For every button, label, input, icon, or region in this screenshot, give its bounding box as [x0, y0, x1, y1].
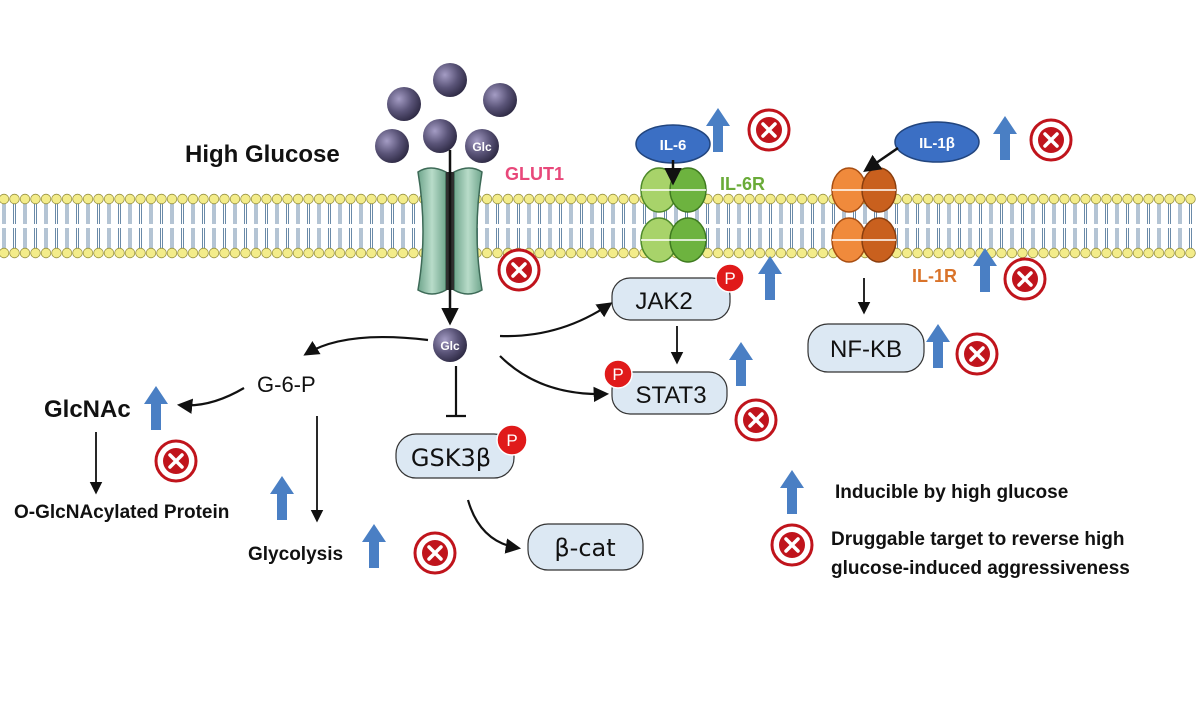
glc-to-stat3-arrow	[499, 355, 610, 403]
druggable-target-icon	[770, 523, 814, 567]
glc-to-g6p-arrow	[303, 336, 429, 356]
legend-druggable-text-line1: Druggable target to reverse high	[831, 529, 1125, 550]
stat3-label: STAT3	[635, 382, 706, 409]
il1b-ligand	[894, 121, 980, 163]
bcat-label: β-cat	[554, 534, 615, 562]
jak2-phospho-badge	[715, 263, 745, 293]
glycolysis-label: Glycolysis	[248, 544, 343, 565]
il1r-label: IL-1R	[912, 266, 957, 286]
jak2-label: JAK2	[635, 288, 692, 315]
up-arrow-icon	[926, 324, 950, 368]
druggable-target-icon	[154, 439, 198, 483]
glucose-sphere-label: Glc	[472, 140, 492, 154]
up-arrow-icon	[993, 116, 1017, 160]
druggable-target-icon	[955, 332, 999, 376]
jak2-phospho-label: P	[724, 269, 735, 288]
intracellular-glucose-label: Glc	[440, 339, 460, 353]
druggable-markers	[154, 108, 1073, 575]
glucose-sphere	[375, 129, 409, 163]
nfkb-label: NF-KB	[830, 336, 902, 363]
druggable-target-icon	[1003, 257, 1047, 301]
up-arrow-icon	[362, 524, 386, 568]
stat3-phospho-badge	[603, 359, 633, 389]
jak2-box	[611, 277, 731, 321]
up-arrow-icon	[758, 256, 782, 300]
g6p-label: G-6-P	[257, 372, 316, 397]
stat3-box	[611, 371, 728, 415]
druggable-target-icon	[1029, 118, 1073, 162]
up-arrow-icon	[144, 386, 168, 430]
glut1-label: GLUT1	[505, 164, 564, 184]
high-glucose-label: High Glucose	[185, 141, 340, 168]
il1-receptor	[831, 167, 897, 263]
up-arrow-icon	[973, 248, 997, 292]
stat3-phospho-label: P	[612, 365, 623, 384]
glucose-sphere	[387, 87, 421, 121]
glc-to-jak2-arrow	[499, 302, 613, 338]
il1b-binding-arrow	[863, 146, 899, 172]
druggable-target-icon	[747, 108, 791, 152]
glucose-spheres: Glc	[375, 63, 517, 163]
gsk3b-phospho-badge	[496, 424, 528, 456]
up-arrow-icon	[780, 470, 804, 514]
druggable-target-icon	[413, 531, 457, 575]
il6-ligand-label: IL-6	[660, 137, 687, 154]
cell-membrane	[0, 193, 1196, 259]
druggable-target-icon	[734, 398, 778, 442]
up-arrow-icon	[270, 476, 294, 520]
legend-druggable-text-line2: glucose-induced aggressiveness	[831, 558, 1130, 579]
bcat-box	[527, 523, 644, 571]
glucose-sphere	[433, 63, 467, 97]
gsk3b-label: GSK3β	[411, 444, 491, 472]
legend-inducible-text: Inducible by high glucose	[835, 482, 1068, 503]
glucose-sphere	[423, 119, 457, 153]
glcnac-label: GlcNAc	[44, 396, 131, 423]
g6p-to-glcnac-arrow	[176, 387, 245, 414]
up-arrow-icon	[729, 342, 753, 386]
il1b-ligand-label: IL-1β	[919, 135, 955, 152]
nfkb-box	[807, 323, 925, 373]
glucose-sphere	[483, 83, 517, 117]
glucose-sphere	[465, 129, 499, 163]
druggable-target-icon	[497, 248, 541, 292]
gsk3b-phospho-label: P	[506, 431, 517, 450]
inducible-up-arrows	[144, 108, 1017, 568]
up-arrow-icon	[706, 108, 730, 152]
gsk3b-box	[395, 433, 515, 479]
gsk3b-to-bcat-arrow	[466, 499, 522, 554]
il6r-label: IL-6R	[720, 174, 765, 194]
intracellular-glucose	[433, 328, 467, 362]
oglcnac-protein-label: O-GlcNAcylated Protein	[14, 502, 229, 523]
